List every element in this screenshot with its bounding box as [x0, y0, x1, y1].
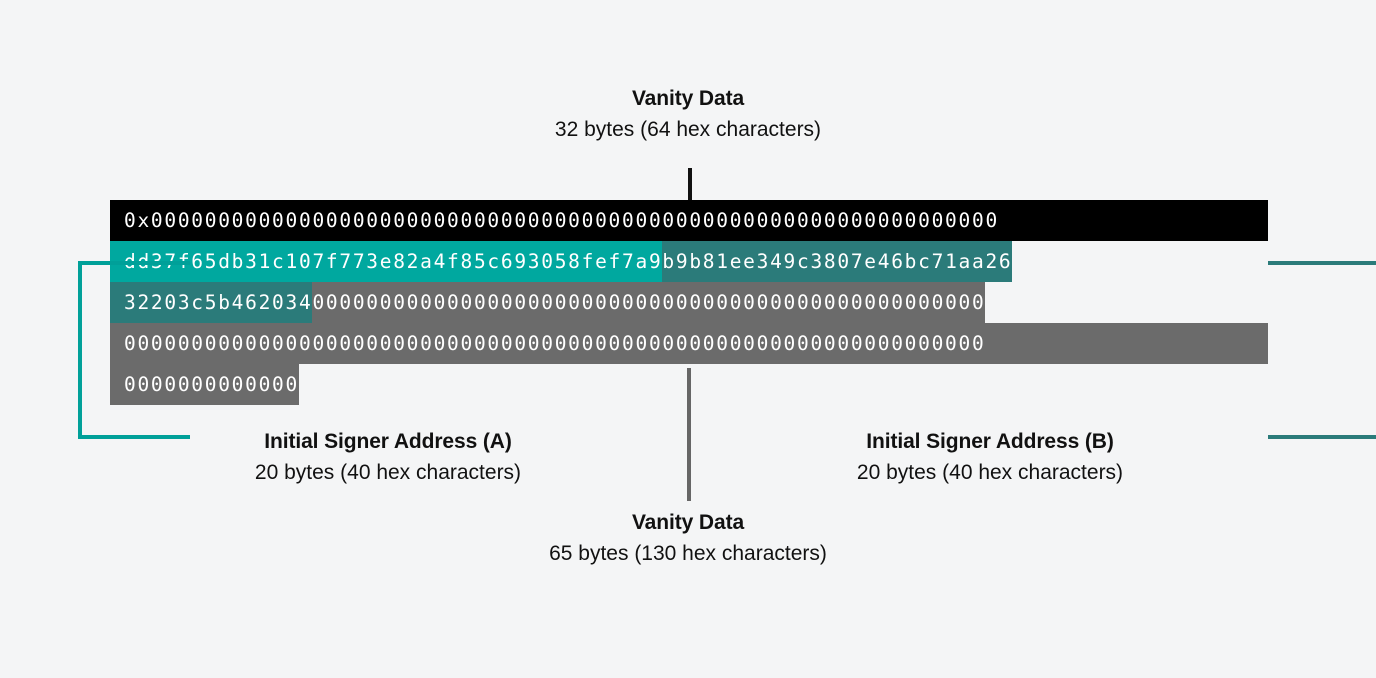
hex-signer-b-address-part1: b9b81ee349c3807e46bc71aa26: [662, 241, 1013, 282]
vanity-data-bottom-title: Vanity Data: [631, 511, 745, 534]
signer-b-label: Initial Signer Address (B) 20 bytes (40 …: [690, 431, 1290, 483]
signer-a-label: Initial Signer Address (A) 20 bytes (40 …: [88, 431, 688, 483]
signer-b-title: Initial Signer Address (B): [866, 430, 1114, 453]
hex-signer-a-address: dd37f65db31c107f773e82a4f85c693058fef7a9: [110, 241, 663, 282]
vanity-data-top-subtitle: 32 bytes (64 hex characters): [554, 118, 822, 141]
hex-vanity-bottom-zeros-row4: 0000000000000000000000000000000000000000…: [124, 332, 986, 355]
hex-vanity-top-zeros: 0000000000000000000000000000000000000000…: [150, 209, 999, 232]
vanity-data-top-label: Vanity Data 32 bytes (64 hex characters): [388, 88, 988, 140]
signer-b-subtitle: 20 bytes (40 hex characters): [856, 461, 1124, 484]
hex-signer-b-address-part2: 32203c5b462034: [110, 282, 313, 323]
vanity-data-top-connector-line: [688, 168, 692, 201]
hex-vanity-bottom-zeros-row5: 0000000000000: [110, 364, 299, 405]
vanity-data-top-title: Vanity Data: [631, 87, 745, 110]
signer-a-title: Initial Signer Address (A): [264, 430, 512, 453]
hex-prefix: 0x: [124, 209, 151, 232]
vanity-data-bottom-label: Vanity Data 65 bytes (130 hex characters…: [388, 512, 988, 564]
hex-vanity-bottom-zeros-row3: 0000000000000000000000000000000000000000…: [312, 282, 986, 323]
vanity-data-bottom-connector-line: [687, 368, 691, 501]
hex-row: dd37f65db31c107f773e82a4f85c693058fef7a9…: [110, 241, 1268, 282]
hex-row: 0000000000000: [110, 364, 1268, 405]
signer-b-bracket: [1268, 261, 1376, 439]
signer-a-subtitle: 20 bytes (40 hex characters): [254, 461, 522, 484]
hex-row: 0000000000000000000000000000000000000000…: [110, 323, 1268, 364]
vanity-data-bottom-subtitle: 65 bytes (130 hex characters): [549, 542, 827, 565]
signer-a-bracket: [78, 261, 190, 439]
